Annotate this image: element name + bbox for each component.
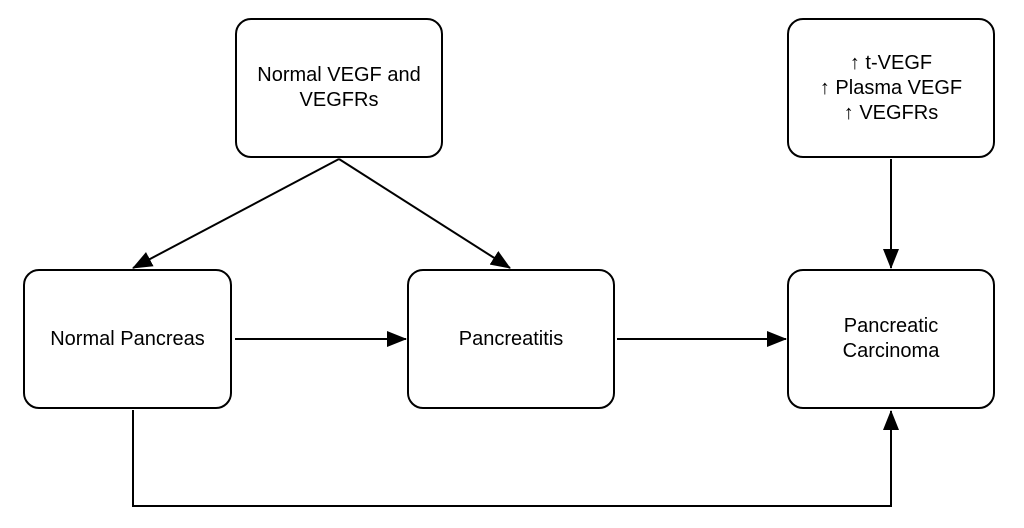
node-label-line: ↑ t-VEGF xyxy=(849,51,933,74)
normal-vegf-node: Normal VEGF and VEGFRs xyxy=(235,18,443,158)
node-label-line: Normal Pancreas xyxy=(50,327,205,350)
pancreatic-carcinoma-node: Pancreatic Carcinoma xyxy=(787,269,995,409)
node-label-line: Carcinoma xyxy=(842,340,940,362)
pancreatitis-node: Pancreatitis xyxy=(407,269,615,409)
node-label-line: VEGFRs xyxy=(299,89,379,111)
arrow-vegf-to-normal-pancreas xyxy=(132,158,340,269)
node-label-line: ↑ Plasma VEGF xyxy=(819,76,963,99)
arrow-vegf-to-pancreatitis xyxy=(338,158,511,269)
node-label-line: Pancreatitis xyxy=(458,327,564,350)
arrow-normal-to-carcinoma xyxy=(132,410,899,507)
normal-pancreas-node: Normal Pancreas xyxy=(23,269,232,409)
node-label-line: ↑ VEGFRs xyxy=(843,101,939,124)
node-label-line: Normal VEGF and xyxy=(257,64,421,86)
elevated-vegf-node: ↑ t-VEGF ↑ Plasma VEGF ↑ VEGFRs xyxy=(787,18,995,158)
node-label-line: Pancreatic xyxy=(843,315,939,337)
